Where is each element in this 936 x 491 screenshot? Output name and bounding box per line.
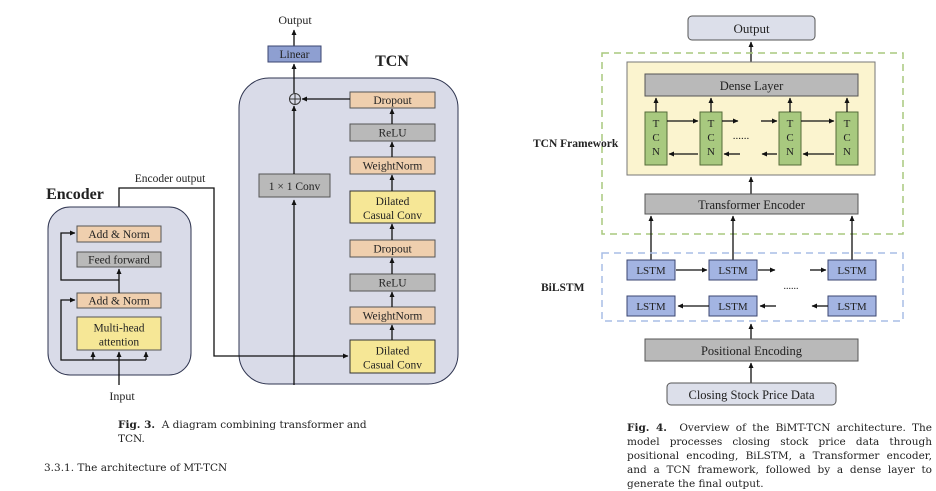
diagram-canvas: Output Linear TCN DropoutReLUWeightNormD… xyxy=(46,13,904,406)
tcn-cell-letter: C xyxy=(843,132,850,144)
tcn-cell-letter: N xyxy=(786,146,794,158)
tcn-cell-letter: T xyxy=(708,118,715,130)
encoder-output-label: Encoder output xyxy=(135,173,206,185)
positional-encoding-label: Positional Encoding xyxy=(701,344,803,358)
figure-3: Output Linear TCN DropoutReLUWeightNormD… xyxy=(46,13,459,403)
bilstm-label: BiLSTM xyxy=(541,282,585,294)
figure-4: Output TCN Framework Dense Layer TCNTCNT… xyxy=(533,15,904,406)
figure-4-caption-label: Fig. 4. xyxy=(627,422,667,434)
input-data-label: Closing Stock Price Data xyxy=(688,388,814,402)
tcn-cell-letter: T xyxy=(787,118,794,130)
weightnorm-block: WeightNorm xyxy=(349,156,436,175)
transformer-encoder-label: Transformer Encoder xyxy=(698,198,806,212)
multi-head-attention-block-label-1: Multi-head xyxy=(93,323,144,335)
dropout-block-label: Dropout xyxy=(373,95,412,107)
add-norm-block-label: Add & Norm xyxy=(88,229,149,241)
lstm-cell: LSTM xyxy=(827,295,877,317)
add-norm-block: Add & Norm xyxy=(76,292,162,309)
relu-block-label: ReLU xyxy=(378,278,407,290)
figure-3-caption: Fig. 3. A diagram combining transformer … xyxy=(118,418,378,446)
input-data-block xyxy=(666,382,837,406)
feed-forward-block: Feed forward xyxy=(76,251,162,268)
section-heading: 3.3.1. The architecture of MT-TCN xyxy=(44,462,228,474)
bilstm-boundary xyxy=(601,252,904,322)
encoder-title: Encoder xyxy=(46,186,104,203)
feed-forward-block-label: Feed forward xyxy=(88,255,150,267)
lstm-cells: LSTM LSTM LSTM LSTM LSTM LSTM xyxy=(626,259,877,317)
multi-head-attention-block-label-2: attention xyxy=(99,337,139,349)
lstm-ellipsis: ...... xyxy=(784,281,799,292)
lstm-label: LSTM xyxy=(636,301,666,313)
conv1x1-label: 1 × 1 Conv xyxy=(269,181,321,193)
dilated-conv-block-label-2: Casual Conv xyxy=(363,210,422,222)
weightnorm-block-label: WeightNorm xyxy=(363,311,423,323)
fig4-output-box xyxy=(687,15,816,41)
conv1x1-block: 1 × 1 Conv xyxy=(258,173,331,198)
lstm-cell: LSTM xyxy=(827,259,877,281)
relu-block: ReLU xyxy=(349,273,436,292)
tcn-cell-letter: N xyxy=(652,146,660,158)
lstm-cell: LSTM xyxy=(708,259,758,281)
lstm-label: LSTM xyxy=(718,265,748,277)
residual-arrow-1 xyxy=(60,297,93,361)
tcn-cell-letter: N xyxy=(707,146,715,158)
residual-arrow-2 xyxy=(60,230,119,281)
weightnorm-block: WeightNorm xyxy=(349,306,436,325)
lstm-cell: LSTM xyxy=(626,259,676,281)
fig4-output-label: Output xyxy=(733,21,770,36)
tcn-cell: TCN xyxy=(644,111,668,166)
dilated-conv-block-label-1: Dilated xyxy=(376,196,410,208)
tcn-cell: TCN xyxy=(699,111,723,166)
tcn-title: TCN xyxy=(375,53,409,70)
tcn-ellipsis: ...... xyxy=(733,130,750,142)
transformer-encoder-block xyxy=(644,193,859,215)
lstm-label: LSTM xyxy=(837,301,867,313)
dilated-conv-block-label-1: Dilated xyxy=(376,346,410,358)
positional-encoding-block xyxy=(644,338,859,362)
dropout-block: Dropout xyxy=(349,91,436,109)
dense-layer-block xyxy=(644,73,859,97)
relu-block-label: ReLU xyxy=(378,128,407,140)
figure-3-caption-text: A diagram combining transformer and TCN. xyxy=(118,419,367,445)
tcn-cell-letter: T xyxy=(653,118,660,130)
dilated-conv-block-label-2: Casual Conv xyxy=(363,360,422,372)
lstm-label: LSTM xyxy=(837,265,867,277)
tcn-cell-letter: C xyxy=(786,132,793,144)
dense-layer-label: Dense Layer xyxy=(720,79,784,93)
tcn-cell-letter: T xyxy=(844,118,851,130)
lstm-label: LSTM xyxy=(718,301,748,313)
dropout-block: Dropout xyxy=(349,239,436,258)
tcn-framework-boundary xyxy=(601,52,904,235)
tcn-cell: TCN xyxy=(835,111,859,166)
tcn-cell: TCN xyxy=(778,111,802,166)
figure-4-caption: Fig. 4. Overview of the BiMT-TCN archite… xyxy=(627,421,932,491)
tcn-cell-letter: N xyxy=(843,146,851,158)
tcn-cell-letter: C xyxy=(707,132,714,144)
linear-label: Linear xyxy=(279,49,309,61)
multi-head-attention-block: Multi-head attention xyxy=(76,316,162,351)
arrow-encoder-output xyxy=(118,187,349,359)
fig3-output-label: Output xyxy=(278,13,312,27)
lstm-cell: LSTM xyxy=(626,295,676,317)
tcn-cell-letter: C xyxy=(652,132,659,144)
figure-4-caption-text: Overview of the BiMT-TCN architecture. T… xyxy=(627,422,932,490)
dropout-block-label: Dropout xyxy=(373,244,412,256)
weightnorm-block-label: WeightNorm xyxy=(363,161,423,173)
lstm-cell: LSTM xyxy=(708,295,758,317)
relu-block: ReLU xyxy=(349,123,436,142)
linear-block: Linear xyxy=(267,45,322,63)
lstm-label: LSTM xyxy=(636,265,666,277)
figure-3-caption-label: Fig. 3. xyxy=(118,419,156,431)
add-norm-block: Add & Norm xyxy=(76,225,162,243)
add-norm-block-label: Add & Norm xyxy=(88,296,149,308)
input-label: Input xyxy=(109,389,135,403)
tcn-framework-label: TCN Framework xyxy=(533,138,619,150)
